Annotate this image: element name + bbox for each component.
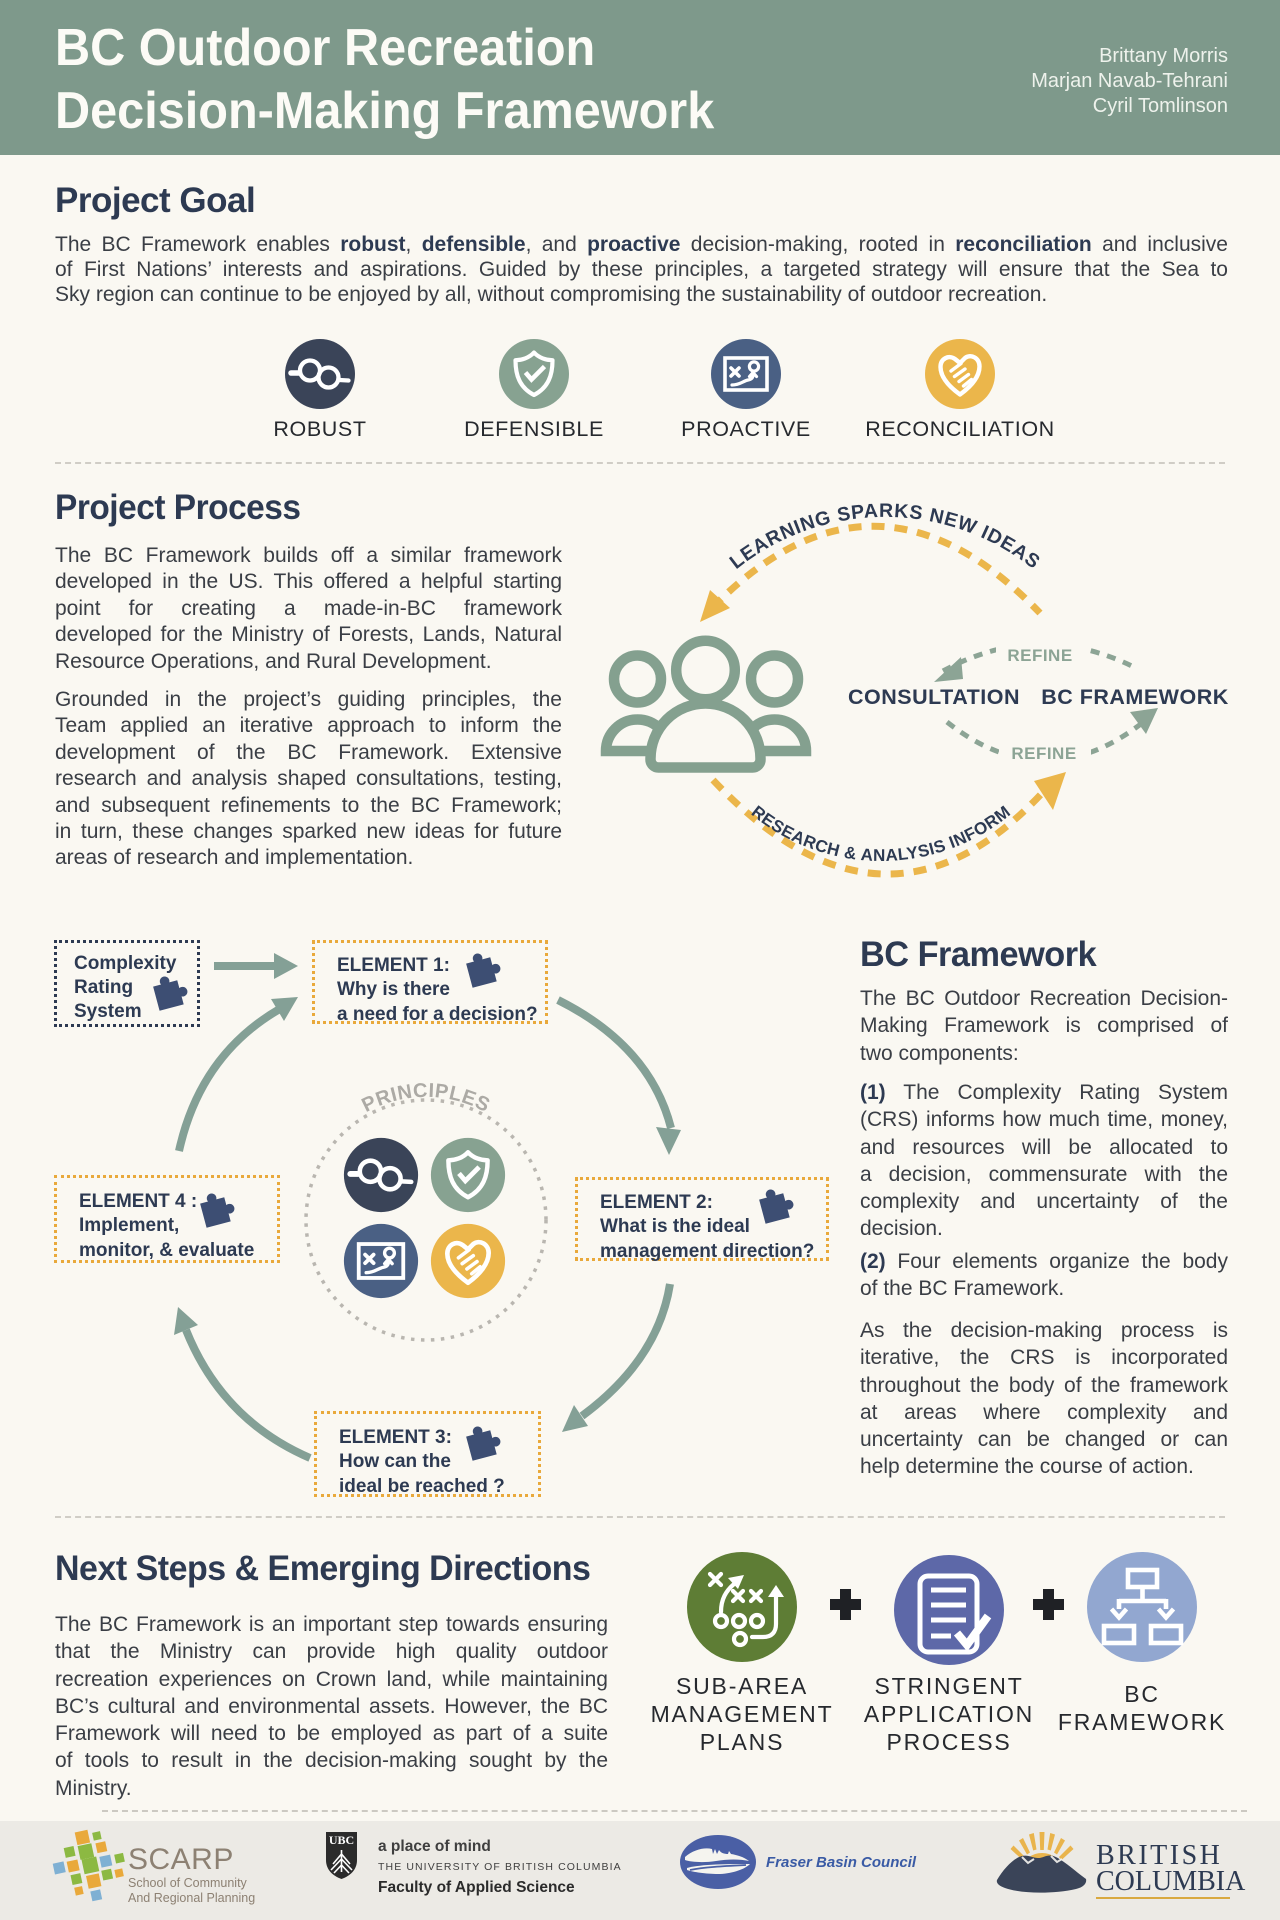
svg-text:BC FRAMEWORK: BC FRAMEWORK <box>1041 685 1229 709</box>
svg-text:RESEARCH & ANALYSIS INFORM: RESEARCH & ANALYSIS INFORM <box>748 802 1014 865</box>
svg-text:UBC: UBC <box>329 1833 354 1847</box>
svg-text:REFINE: REFINE <box>1011 744 1076 763</box>
svg-text:CONSULTATION: CONSULTATION <box>848 685 1020 709</box>
svg-text:PRINCIPLES: PRINCIPLES <box>358 1080 493 1117</box>
svg-text:LEARNING SPARKS NEW IDEAS: LEARNING SPARKS NEW IDEAS <box>726 500 1045 574</box>
svg-text:REFINE: REFINE <box>1007 646 1072 665</box>
